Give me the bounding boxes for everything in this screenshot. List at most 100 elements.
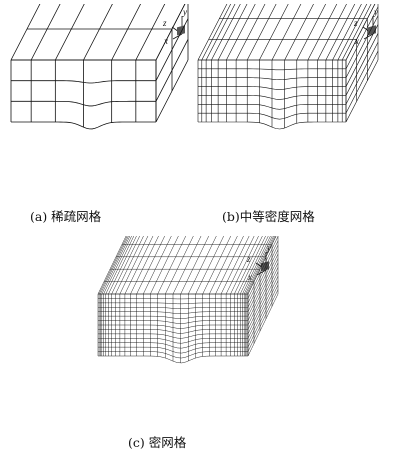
mesh-line [98,333,248,339]
mesh-line [180,236,210,295]
mesh-line [246,236,276,295]
mesh-line [247,254,279,317]
mesh-line [247,249,279,312]
mesh-line [234,236,263,295]
mesh-line [198,103,346,110]
mesh-line [317,4,347,61]
mesh-line [296,4,327,61]
axis-z-label: z [246,254,251,264]
mesh-line [111,4,142,61]
mesh-line [345,42,379,105]
mesh-line [172,236,202,295]
mesh-line [11,121,156,130]
caption-panel-b: (b)中等密度网格 [222,209,315,224]
mesh-line [225,236,255,295]
mesh-line [205,4,236,61]
mesh-line [165,236,194,295]
mesh-line [247,271,279,334]
mesh-line [198,77,346,81]
mesh-line [237,236,266,295]
mesh-line [247,293,279,357]
mesh-line [101,236,131,295]
mesh-line [247,276,279,339]
mesh-line [157,236,187,295]
mesh-plot-a: y z x [10,4,189,130]
mesh-line [247,236,279,299]
mesh-line [155,39,189,102]
mesh-line [115,236,144,295]
mesh-line [245,236,274,295]
mesh-line [230,236,259,295]
caption-panel-c: (c) 密网格 [128,435,187,450]
mesh-line [98,342,248,349]
mesh-line [211,4,241,61]
mesh-line [11,80,156,84]
mesh-line [240,236,269,295]
mesh-line [108,236,137,295]
mesh-line [345,24,379,87]
mesh-line [155,59,189,123]
mesh-line [111,236,140,295]
mesh-line [198,112,346,120]
mesh-line [337,4,368,61]
mesh-line [198,68,346,71]
mesh-line [97,236,127,295]
mesh-line [247,245,279,308]
mesh-line [345,15,379,78]
mesh-line [11,100,156,107]
mesh-line [150,236,179,295]
mesh-line [345,6,379,69]
mesh-wireframe-b [197,4,379,130]
mesh-line [243,236,273,295]
mesh-line [247,267,279,330]
mesh-line [98,346,248,354]
mesh-line [247,258,279,321]
mesh-line [226,4,256,61]
mesh-line [202,236,232,295]
mesh-line [98,324,248,329]
mesh-line [247,262,279,326]
mesh-line [10,4,41,61]
mesh-wireframe-a [10,4,189,130]
mesh-line [98,302,248,305]
mesh-line [259,4,289,61]
mesh-line [188,236,217,295]
mesh-wireframe-c [97,236,279,364]
mesh-line [247,285,279,348]
mesh-line [54,4,85,61]
mesh-line [98,311,248,314]
mesh-line [217,4,248,61]
mesh-panel-a: y z x [6,4,194,194]
caption-panel-a: (a) 稀疏网格 [30,209,102,224]
axis-z-label: z [162,18,167,28]
mesh-line [98,307,248,309]
axis-y-label: y [266,243,271,253]
mesh-line [198,86,346,90]
mesh-line [201,4,232,61]
mesh-line [98,315,248,319]
mesh-line [215,236,244,295]
mesh-line [332,4,362,61]
mesh-line [98,338,248,344]
mesh-line [119,236,149,295]
mesh-line [345,59,379,123]
mesh-line [345,4,376,61]
mesh-plot-c: y z x [97,236,279,364]
mesh-line [83,4,113,61]
mesh-line [98,329,248,334]
axis-z-label: z [353,18,358,28]
mesh-line [209,236,238,295]
mesh-line [98,320,248,324]
mesh-line [197,4,228,61]
mesh-line [198,95,346,100]
mesh-line [341,4,372,61]
mesh-line [195,236,224,295]
mesh-line [105,236,135,295]
mesh-line [247,280,279,343]
mesh-panel-b: y z x [193,4,388,194]
mesh-line [135,4,166,61]
mesh-line [30,4,61,61]
mesh-line [124,236,154,295]
mesh-line [345,33,379,96]
mesh-line [155,18,189,81]
